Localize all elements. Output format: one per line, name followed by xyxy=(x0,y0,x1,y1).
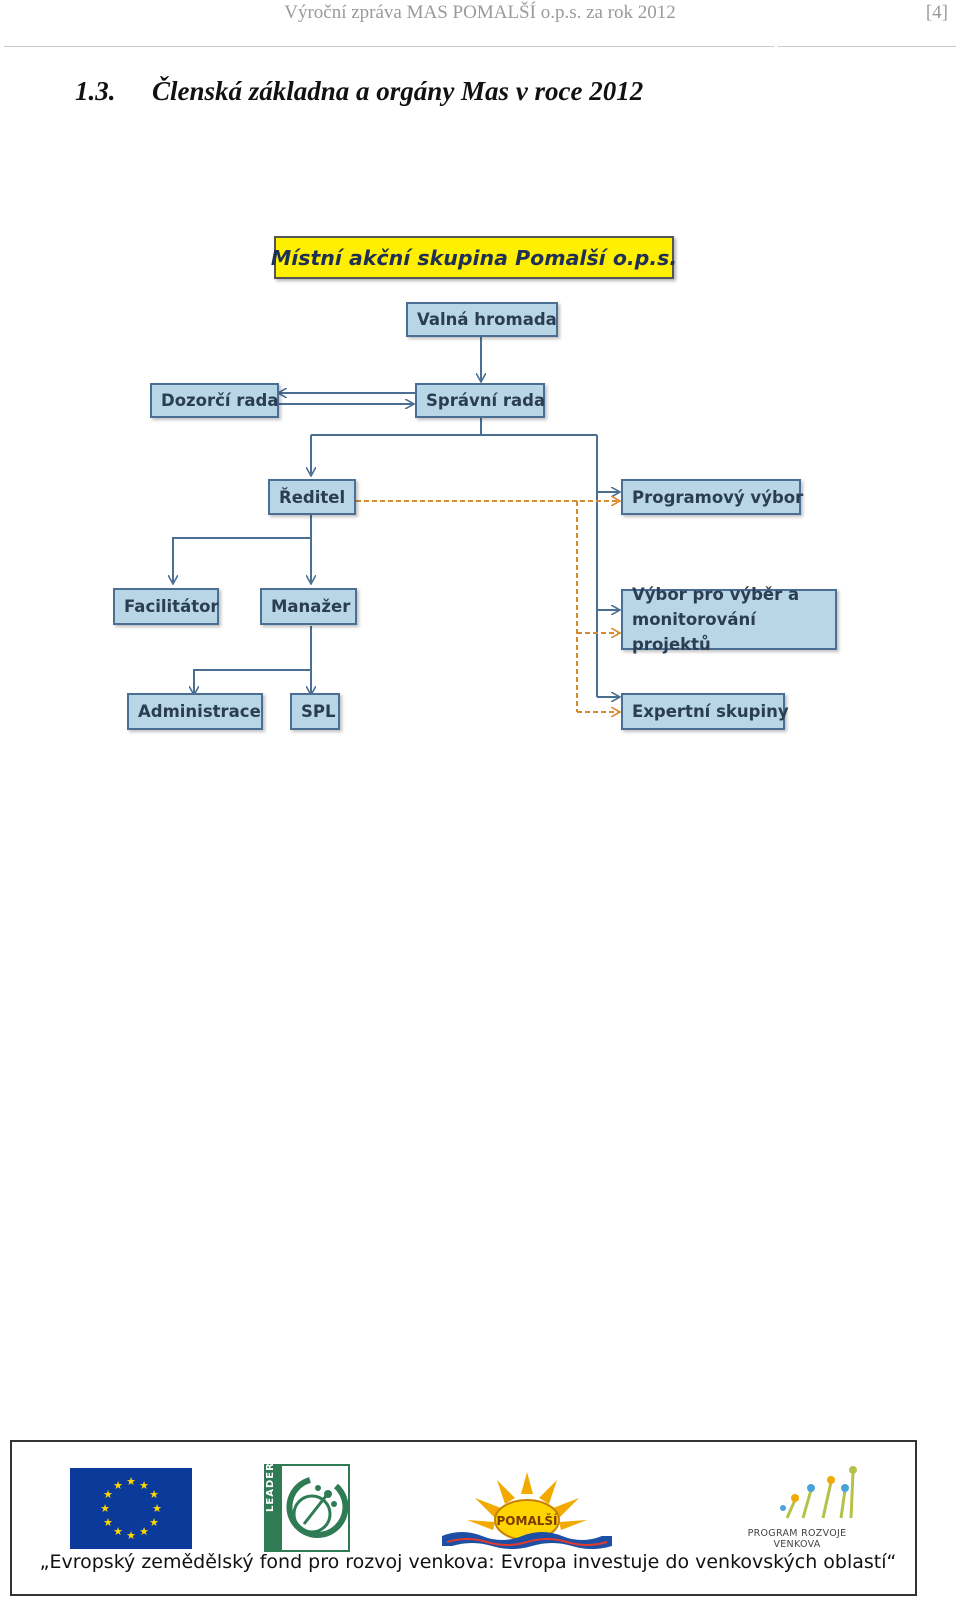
section-heading: 1.3. Členská základna a orgány Mas v roce… xyxy=(75,76,643,107)
node-expertni-skupiny: Expertní skupiny xyxy=(621,693,789,730)
svg-text:★: ★ xyxy=(100,1502,110,1515)
connector-reditel-left xyxy=(173,537,311,583)
eu-flag-icon: ★ ★ ★ ★ ★ ★ ★ ★ ★ ★ ★ ★ xyxy=(70,1468,192,1549)
svg-text:★: ★ xyxy=(149,1488,159,1501)
org-chart-connectors xyxy=(0,337,960,740)
pomalsi-sun-logo-icon: POMALŠÍ xyxy=(437,1472,617,1552)
svg-text:★: ★ xyxy=(139,1479,149,1492)
footer-caption: „Evropský zemědělský fond pro rozvoj ven… xyxy=(39,1551,897,1573)
node-facilitator: Facilitátor xyxy=(113,588,219,625)
org-chart: Místní akční skupina Pomalší o.p.s. Valn… xyxy=(0,0,960,740)
svg-text:★: ★ xyxy=(113,1525,123,1538)
header-rule-right xyxy=(778,46,956,47)
node-manazer: Manažer xyxy=(260,588,357,625)
svg-text:★: ★ xyxy=(152,1502,162,1515)
svg-text:★: ★ xyxy=(103,1488,113,1501)
header-rule xyxy=(4,46,774,47)
node-spl: SPL xyxy=(290,693,340,730)
node-reditel: Ředitel xyxy=(268,479,356,515)
svg-text:★: ★ xyxy=(149,1516,159,1529)
svg-text:★: ★ xyxy=(113,1479,123,1492)
node-valna-hromada: Valná hromada xyxy=(406,302,558,337)
pomalsi-logo-text: POMALŠÍ xyxy=(497,1513,559,1528)
org-chart-title: Místní akční skupina Pomalší o.p.s. xyxy=(271,236,677,279)
node-vybor-line2: monitorování projektů xyxy=(632,610,756,654)
footer-logo-bar: ★ ★ ★ ★ ★ ★ ★ ★ ★ ★ ★ ★ LEADER xyxy=(10,1440,917,1596)
prv-logo-text: PROGRAM ROZVOJE VENKOVA xyxy=(747,1528,847,1550)
node-vybor-line1: Výbor pro výběr a xyxy=(632,585,800,604)
section-number: 1.3. xyxy=(75,76,116,106)
svg-text:★: ★ xyxy=(126,1475,136,1488)
svg-text:★: ★ xyxy=(139,1525,149,1538)
node-dozorci-rada: Dozorčí rada xyxy=(150,383,279,418)
node-administrace: Administrace xyxy=(127,693,263,730)
header-title: Výroční zpráva MAS POMALŠÍ o.p.s. za rok… xyxy=(284,2,676,23)
connector-manazer-left xyxy=(194,669,311,694)
section-title: Členská základna a orgány Mas v roce 201… xyxy=(152,76,644,106)
node-vybor-pro-vyber: Výbor pro výběr a monitorování projektů xyxy=(621,585,837,654)
node-programovy-vybor: Programový výbor xyxy=(621,479,803,515)
program-rozvoje-venkova-logo-icon: PROGRAM ROZVOJE VENKOVA xyxy=(727,1460,867,1556)
node-spravni-rada: Správní rada xyxy=(415,383,545,418)
leader-logo-icon: LEADER xyxy=(264,1462,350,1552)
svg-text:★: ★ xyxy=(103,1516,113,1529)
svg-text:★: ★ xyxy=(126,1529,136,1542)
page-number: [4] xyxy=(925,2,948,23)
